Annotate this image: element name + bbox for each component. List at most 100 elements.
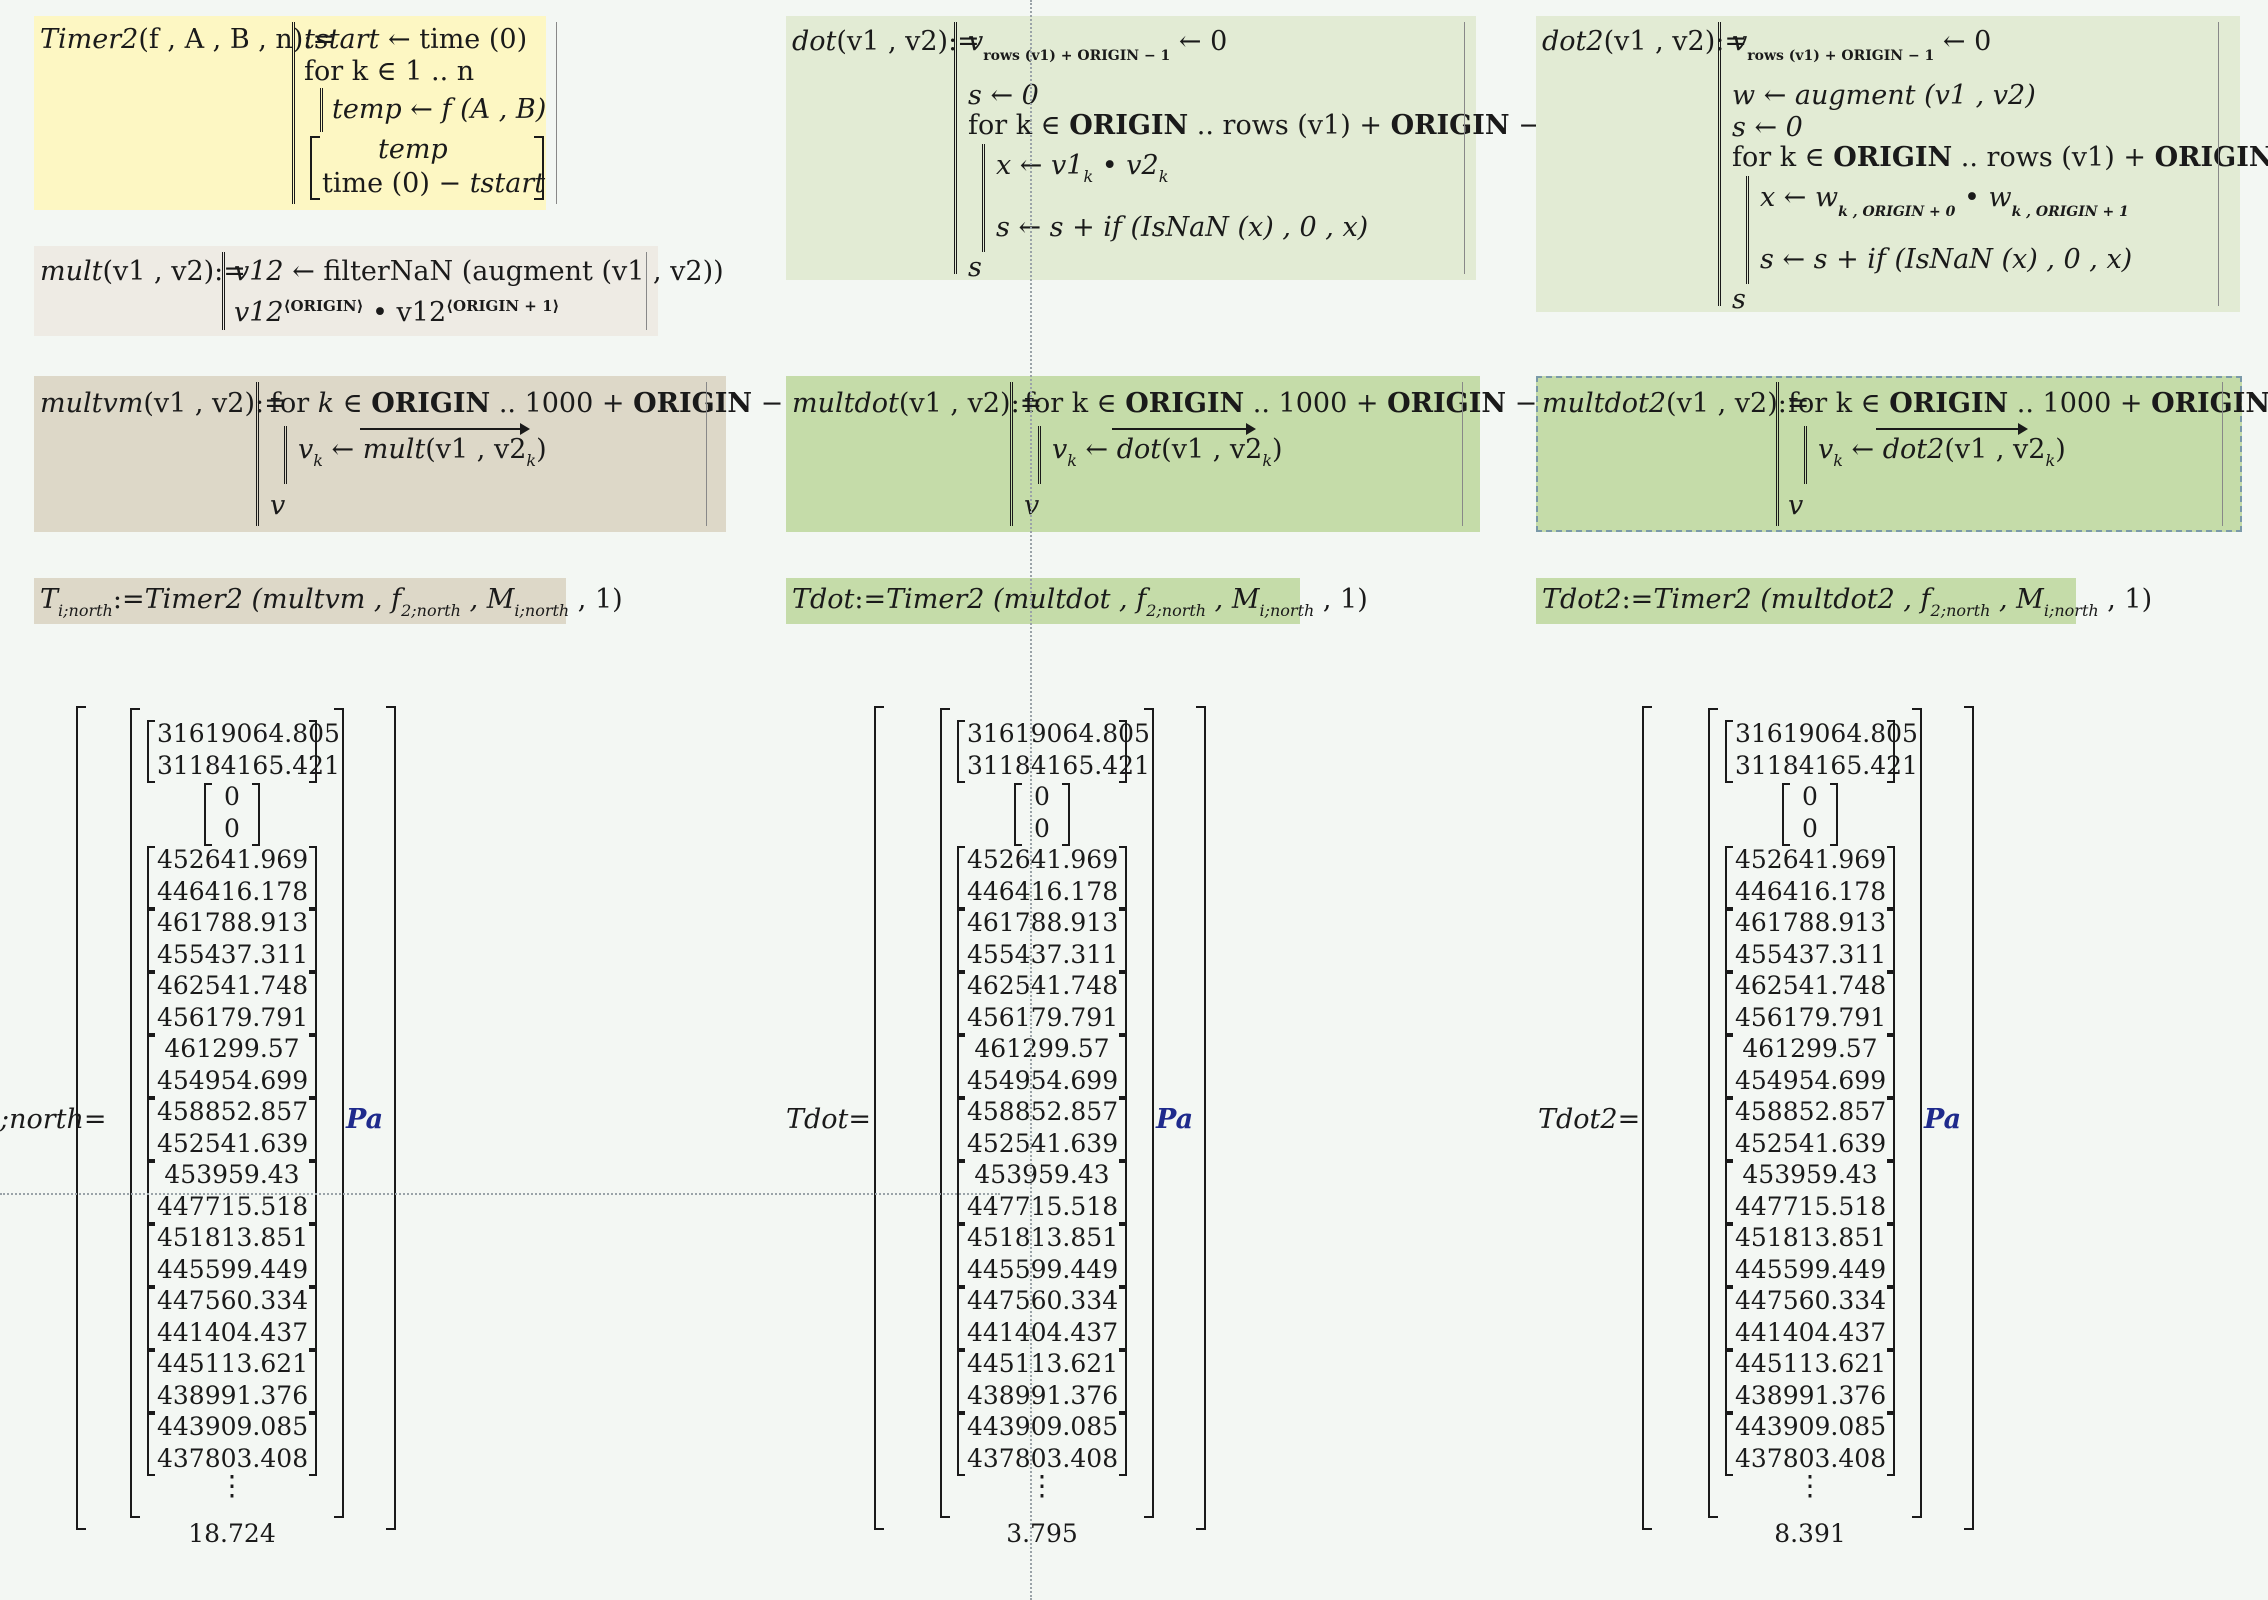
vector-value: 458852.857	[967, 1097, 1119, 1126]
ellipsis: ⋮	[1796, 1469, 1824, 1502]
vectorize-arrow	[1876, 423, 2028, 435]
loop-body: vk ← dot2(v1 , v2k)	[1818, 434, 2066, 470]
vector-value: 441404.437	[157, 1317, 309, 1347]
pair-bracket-left	[957, 972, 965, 1035]
assign-operator: :=	[1010, 388, 1043, 419]
outer-bracket-right	[1964, 706, 1974, 1530]
result-variable: Tdot	[786, 1104, 849, 1135]
loop-body: s ← s + if (IsNaN (x) , 0 , x)	[1760, 244, 2133, 275]
vector-value: 461299.57	[1742, 1034, 1878, 1063]
vector-value: 453959.43	[164, 1160, 300, 1189]
vector-value: 458852.857	[157, 1097, 309, 1126]
pair-bracket-right	[1119, 1161, 1127, 1224]
loop-bar	[320, 88, 323, 132]
loop-header: for k ∈ ORIGIN .. 1000 + ORIGIN − 1	[270, 388, 810, 419]
guide-line-vertical	[1030, 0, 1032, 1600]
vector-value: 454954.699	[157, 1065, 309, 1095]
function-name: dot	[792, 26, 837, 57]
vector-bracket-left	[310, 136, 320, 200]
vector-value: 453959.43	[974, 1160, 1110, 1189]
result-label: ;north=	[0, 1104, 107, 1136]
vector-value: 31619064.805	[157, 719, 340, 748]
elapsed-time-value: 3.795	[1006, 1519, 1078, 1548]
pair-bracket-right	[1887, 1350, 1895, 1413]
timer-call-region-3[interactable]: Tdot2:=Timer2 (multdot2 , f2;north , Mi;…	[1536, 578, 2152, 624]
vector-value: 443909.085	[967, 1412, 1119, 1441]
pair-bracket-right	[1887, 1098, 1895, 1161]
vector-entry: time (0) − tstart	[322, 168, 546, 199]
vector-value: 452541.639	[967, 1128, 1119, 1158]
units-label: Pa	[1156, 1104, 1194, 1135]
vector-value: 461788.913	[967, 908, 1119, 937]
outer-bracket-right	[386, 706, 396, 1530]
pair-bracket-left	[1014, 783, 1022, 846]
program-bar	[256, 382, 259, 526]
timer2-definition-region[interactable]: Timer2(f , A , B , n):= tstart ← time (0…	[34, 16, 557, 210]
multdot2-definition-region[interactable]: multdot2(v1 , v2):= for k ∈ ORIGIN .. 10…	[1536, 376, 2268, 532]
dot-definition-region[interactable]: dot(v1 , v2):= vrows (v1) + ORIGIN − 1 ←…	[786, 16, 1567, 283]
assign-operator: :=	[255, 388, 287, 419]
pair-bracket-left	[957, 1350, 965, 1413]
pair-bracket-left	[147, 1035, 155, 1098]
pair-bracket-right	[1887, 1413, 1895, 1476]
pair-bracket-left	[147, 1161, 155, 1224]
equals-sign: =	[1617, 1104, 1641, 1135]
timer-call-region-1[interactable]: Ti;north:=Timer2 (multvm , f2;north , Mi…	[34, 578, 623, 624]
function-params: (f , A , B , n)	[138, 24, 304, 55]
timer-call: Tdot2:=Timer2 (multdot2 , f2;north , Mi;…	[1542, 584, 2153, 620]
vector-value: 456179.791	[967, 1002, 1119, 1032]
vector-value: 452641.969	[967, 845, 1119, 874]
pair-bracket-left	[147, 720, 155, 783]
loop-body: x ← v1k • v2k	[996, 150, 1169, 186]
pair-bracket-left	[1725, 1287, 1733, 1350]
units-label: Pa	[346, 1104, 384, 1135]
loop-bar	[284, 426, 287, 484]
pair-bracket-left	[147, 972, 155, 1035]
vector-value: 462541.748	[1735, 971, 1887, 1000]
timer-call-region-2[interactable]: Tdot:=Timer2 (multdot , f2;north , Mi;no…	[786, 578, 1368, 624]
vector-value: 437803.408	[1735, 1443, 1887, 1473]
pair-bracket-right	[1887, 972, 1895, 1035]
result-label: Tdot=	[786, 1104, 871, 1136]
vector-value: 447560.334	[967, 1286, 1119, 1315]
vector-value: 447560.334	[157, 1286, 309, 1315]
loop-bar	[982, 144, 985, 252]
pair-bracket-right	[1887, 1287, 1895, 1350]
outer-bracket-left	[76, 706, 86, 1530]
elapsed-time-value: 8.391	[1774, 1519, 1846, 1548]
vector-value: 438991.376	[967, 1380, 1119, 1410]
vector-value: 438991.376	[1735, 1380, 1887, 1410]
inner-bracket-right	[334, 708, 344, 1518]
loop-body: x ← wk , ORIGIN + 0 • wk , ORIGIN + 1	[1760, 182, 2129, 220]
units-label: Pa	[1924, 1104, 1962, 1135]
mult-definition-region[interactable]: mult(v1 , v2):= v12 ← filterNaN (augment…	[34, 246, 724, 336]
timer-call: Ti;north:=Timer2 (multvm , f2;north , Mi…	[40, 584, 623, 620]
assign-operator: :=	[1777, 388, 1810, 419]
dot2-definition-region[interactable]: dot2(v1 , v2):= vrows (v1) + ORIGIN − 1 …	[1536, 16, 2268, 315]
pair-bracket-right	[1119, 1287, 1127, 1350]
vector-value: 445113.621	[967, 1349, 1119, 1378]
function-name: mult	[40, 256, 103, 287]
multvm-definition-region[interactable]: multvm(v1 , v2):= for k ∈ ORIGIN .. 1000…	[34, 376, 809, 532]
ellipsis: ⋮	[218, 1469, 246, 1502]
multdot-definition-region[interactable]: multdot(v1 , v2):= for k ∈ ORIGIN .. 100…	[786, 376, 1563, 532]
pair-bracket-right	[1887, 1161, 1895, 1224]
program-line: vrows (v1) + ORIGIN − 1 ← 0	[968, 26, 1228, 64]
vector-value: 0	[1034, 782, 1050, 811]
pair-bracket-left	[957, 1035, 965, 1098]
vector-value: 452541.639	[157, 1128, 309, 1158]
vector-value: 461788.913	[157, 908, 309, 937]
region-edge	[1464, 22, 1465, 274]
ellipsis: ⋮	[1028, 1469, 1056, 1502]
pair-bracket-right	[1119, 1098, 1127, 1161]
program-bar	[292, 22, 295, 204]
pair-bracket-left	[1725, 720, 1733, 783]
vector-value: 452541.639	[1735, 1128, 1887, 1158]
pair-bracket-left	[204, 783, 212, 846]
result-variable: ;north	[0, 1104, 84, 1135]
program-line: v12⟨ORIGIN⟩ • v12⟨ORIGIN + 1⟩	[234, 297, 560, 328]
pair-bracket-right	[1119, 1413, 1127, 1476]
